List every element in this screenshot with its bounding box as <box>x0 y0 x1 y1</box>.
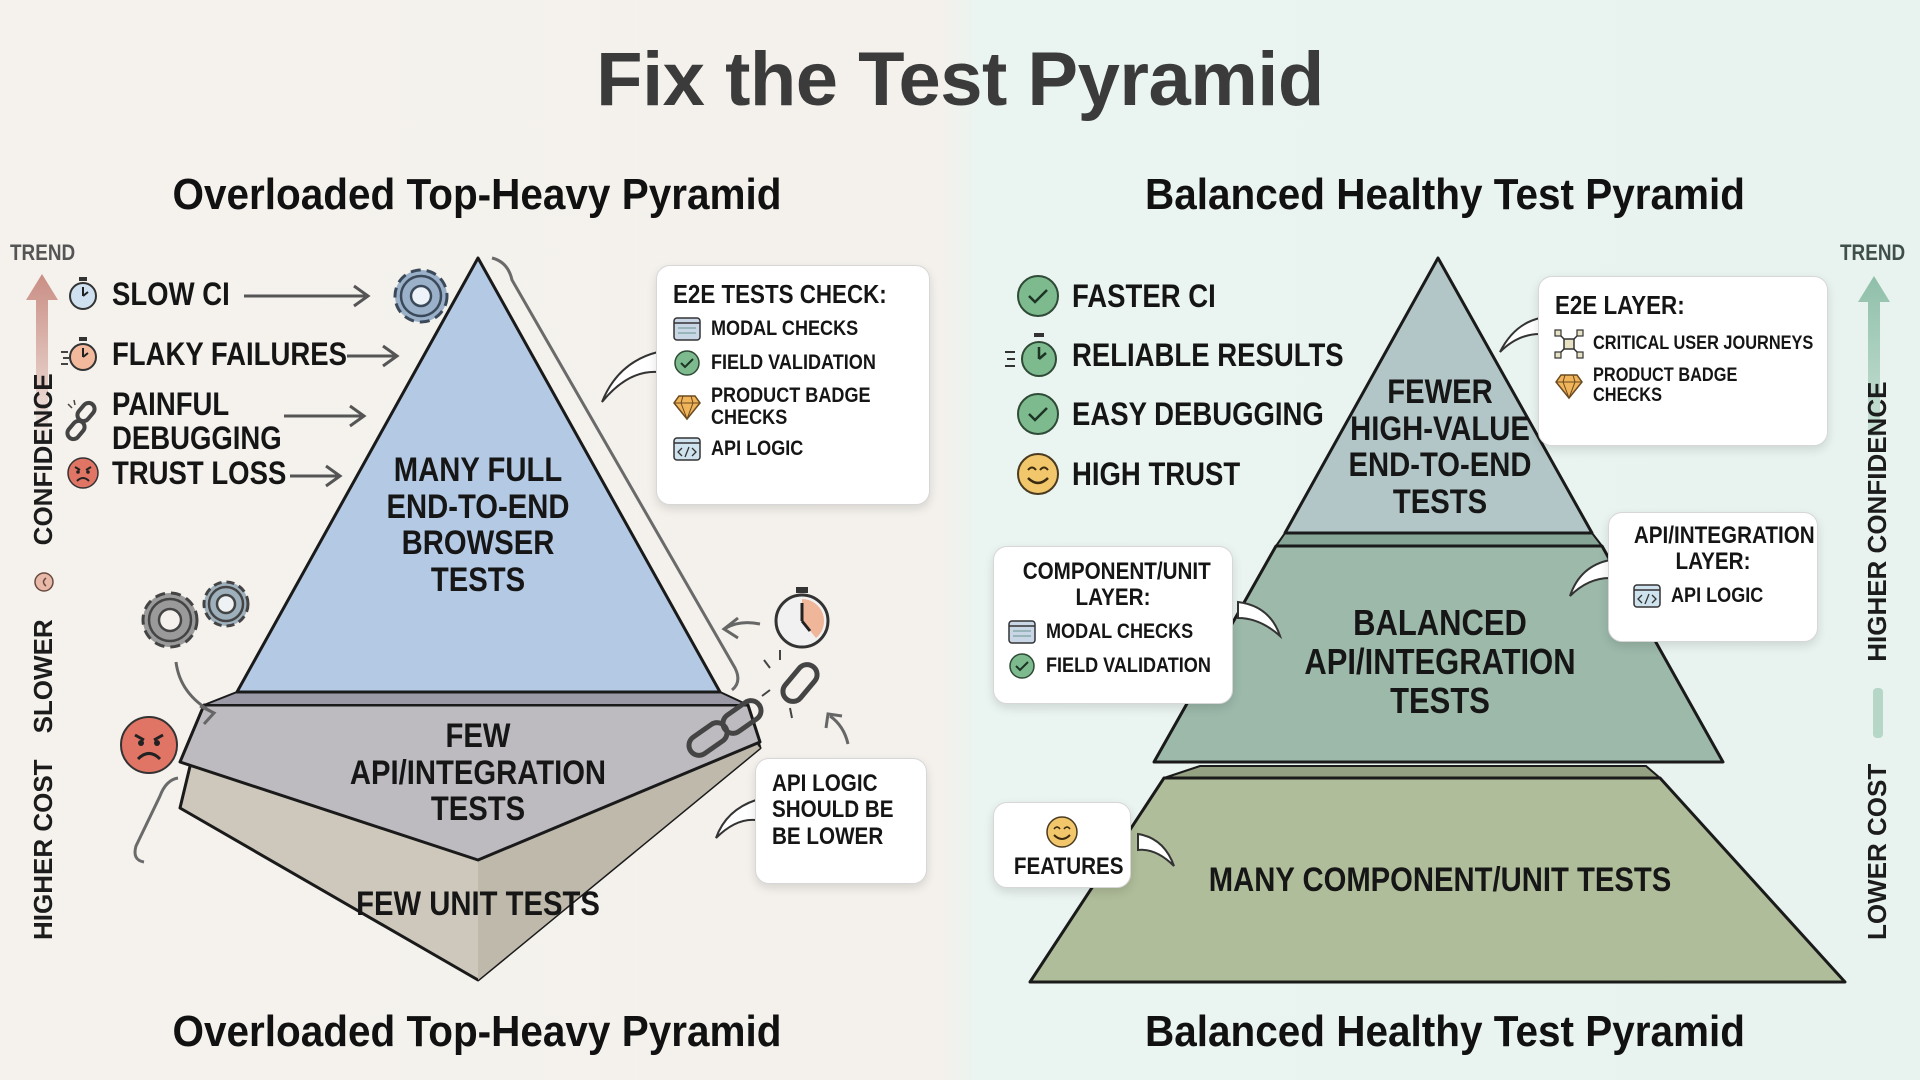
check-circle-icon <box>674 349 700 376</box>
arrow-right-icon <box>284 404 367 428</box>
check-circle-icon <box>1017 393 1059 435</box>
card-item-product-badge-checks: PRODUCT BADGE CHECKS <box>1555 365 1811 406</box>
issue-painful-debugging: PAINFUL DEBUGGING <box>64 388 309 454</box>
features-card: FEATURES <box>993 802 1131 888</box>
right-layer-middle-label: BALANCED API/INTEGRATION TESTS <box>1304 602 1576 721</box>
right-heading-bottom: Balanced Healthy Test Pyramid <box>1145 1007 1745 1056</box>
component-unit-layer-card: COMPONENT/UNIT LAYER: MODAL CHECKS FIELD… <box>993 546 1233 704</box>
modal-window-icon <box>1008 620 1036 644</box>
diamond-badge-icon <box>673 394 701 421</box>
left-heading-top: Overloaded Top-Heavy Pyramid <box>172 170 782 219</box>
check-circle-icon <box>1009 653 1035 679</box>
angry-face-icon <box>120 716 178 774</box>
card-item-field-validation: FIELD VALIDATION <box>673 349 913 377</box>
left-layer-top-label: MANY FULL END-TO-END BROWSER TESTS <box>386 451 570 600</box>
issue-flaky-failures: FLAKY FAILURES <box>60 336 385 372</box>
code-window-icon <box>1633 584 1661 608</box>
benefit-high-trust: HIGH TRUST <box>1016 452 1268 496</box>
right-heading-top: Balanced Healthy Test Pyramid <box>1145 170 1745 219</box>
card-item-api-logic: API LOGIC <box>673 436 913 461</box>
benefit-faster-ci: FASTER CI <box>1016 274 1239 318</box>
left-trend-label: TREND <box>10 240 76 265</box>
stopwatch-icon <box>774 587 830 649</box>
card-item-modal-checks: MODAL CHECKS <box>1008 620 1218 644</box>
angry-face-icon <box>67 457 99 489</box>
broken-chain-icon <box>65 399 97 442</box>
fast-stopwatch-icon <box>61 337 97 371</box>
card-item-api-logic: API LOGIC <box>1633 584 1805 608</box>
anxious-face-icon <box>33 572 54 593</box>
card-item-field-validation: FIELD VALIDATION <box>1008 652 1218 680</box>
e2e-tests-check-card: E2E TESTS CHECK: MODAL CHECKS FIELD VALI… <box>656 265 930 505</box>
right-layer-bottom-label: MANY COMPONENT/UNIT TESTS <box>1208 861 1672 899</box>
card-item-critical-user-journeys: CRITICAL USER JOURNEYS <box>1554 328 1813 359</box>
user-journey-icon <box>1554 328 1584 359</box>
card-item-modal-checks: MODAL CHECKS <box>673 316 913 341</box>
right-pyramid-graphic <box>1028 256 1847 984</box>
issue-trust-loss: TRUST LOSS <box>66 456 315 490</box>
arrow-right-icon <box>244 284 371 308</box>
smiley-face-icon <box>1046 816 1078 848</box>
left-heading-bottom: Overloaded Top-Heavy Pyramid <box>172 1007 782 1056</box>
right-trend-arrow-icon <box>1858 276 1890 436</box>
left-pyramid-graphic <box>120 256 850 982</box>
modal-window-icon <box>673 316 701 341</box>
issue-slow-ci: SLOW CI <box>66 276 249 312</box>
api-logic-note-card: API LOGIC SHOULD BE BE LOWER <box>755 758 927 884</box>
code-window-icon <box>673 436 701 461</box>
api-integration-layer-card: API/INTEGRATION LAYER: API LOGIC <box>1608 512 1818 642</box>
right-trend-label: TREND <box>1840 240 1906 265</box>
fast-stopwatch-icon <box>1005 333 1057 377</box>
gear-icon <box>393 268 449 324</box>
right-layer-top-label: FEWER HIGH-VALUE END-TO-END TESTS <box>1348 373 1532 522</box>
check-circle-icon <box>1017 275 1059 317</box>
benefit-easy-debugging: EASY DEBUGGING <box>1016 392 1365 436</box>
stopwatch-icon <box>69 277 97 310</box>
left-trend-arrow-icon <box>26 274 58 444</box>
benefit-reliable-results: RELIABLE RESULTS <box>1004 332 1388 378</box>
diamond-badge-icon <box>1555 373 1583 399</box>
gears-icon <box>141 580 250 649</box>
smiley-face-icon <box>1017 453 1059 495</box>
broken-chain-icon <box>686 650 820 758</box>
left-layer-bottom-label: FEW UNIT TESTS <box>356 885 600 923</box>
page-title: Fix the Test Pyramid <box>596 37 1324 122</box>
arrow-right-icon <box>347 344 400 368</box>
arrow-right-icon <box>290 464 343 488</box>
card-item-product-badge-checks: PRODUCT BADGE CHECKS <box>673 384 913 429</box>
e2e-layer-card: E2E LAYER: CRITICAL USER JOURNEYS PRODUC… <box>1538 276 1828 446</box>
left-layer-middle-label: FEW API/INTEGRATION TESTS <box>349 717 607 829</box>
